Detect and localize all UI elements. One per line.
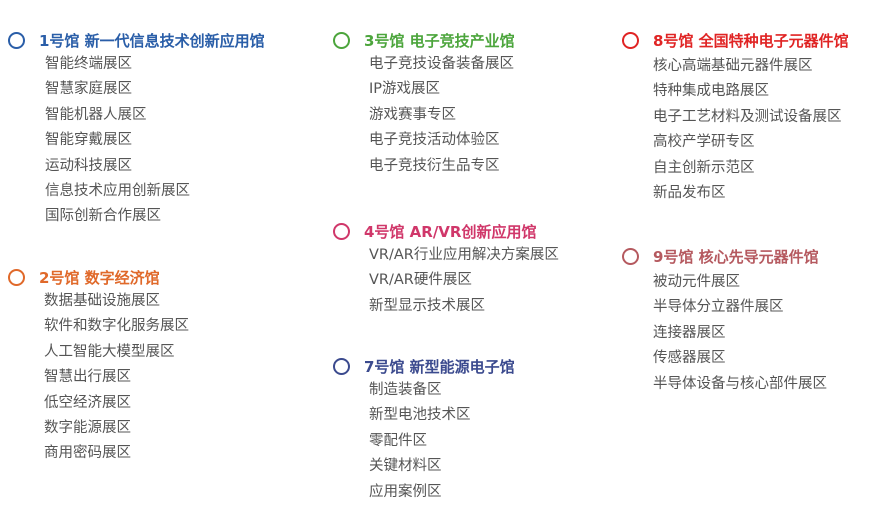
ring-icon — [333, 222, 350, 240]
zone-item: 数字能源展区 — [44, 419, 131, 436]
hall-2-section: 2号馆 数字经济馆 数据基础设施展区软件和数字化服务展区人工智能大模型展区智慧出… — [8, 264, 189, 467]
zone-item: 电子竞技活动体验区 — [369, 132, 500, 149]
hall-header: 2号馆 数字经济馆 — [8, 264, 189, 290]
zone-item: 电子工艺材料及测试设备展区 — [653, 108, 842, 125]
ring-icon — [8, 31, 25, 49]
zone-item: 电子竞技设备装备展区 — [369, 56, 514, 72]
zone-item: 低空经济展区 — [44, 394, 131, 411]
hall-title: 2号馆 数字经济馆 — [39, 268, 160, 287]
hall-title: 1号馆 新一代信息技术创新应用馆 — [39, 31, 265, 50]
hall-title: 8号馆 全国特种电子元器件馆 — [653, 31, 849, 50]
hall-9-section: 9号馆 核心先导元器件馆 被动元件展区半导体分立器件展区连接器展区传感器展区半导… — [622, 243, 827, 397]
zone-item: 信息技术应用创新展区 — [45, 182, 190, 199]
hall-title: 9号馆 核心先导元器件馆 — [653, 247, 819, 266]
zone-list: 电子竞技设备装备展区 IP游戏展区游戏赛事专区电子竞技活动体验区电子竞技衍生品专区 — [369, 52, 515, 179]
zone-list: 核心高端基础元器件展区特种集成电路展区电子工艺材料及测试设备展区高校产学研专区自… — [653, 54, 849, 206]
zone-item: 智能穿戴展区 — [45, 132, 132, 149]
zone-item: 半导体设备与核心部件展区 — [653, 375, 827, 392]
hall-1-section: 1号馆 新一代信息技术创新应用馆 智能终端展区智慧家庭展区智能机器人展区智能穿戴… — [8, 27, 265, 230]
hall-header: 8号馆 全国特种电子元器件馆 — [622, 27, 849, 53]
zone-item: 人工智能大模型展区 — [44, 343, 175, 360]
hall-title: 7号馆 新型能源电子馆 — [364, 357, 515, 376]
zone-item: 智慧家庭展区 — [45, 81, 132, 98]
zone-item: 新型电池技术区 — [369, 407, 471, 424]
zone-item: 制造装备区 — [369, 382, 442, 398]
zone-list: VR/AR行业应用解决方案展区 VR/AR硬件展区新型显示技术展区 — [369, 243, 559, 319]
zone-item: 商用密码展区 — [44, 445, 131, 462]
zone-item: 游戏赛事专区 — [369, 106, 456, 123]
zone-list: 智能终端展区智慧家庭展区智能机器人展区智能穿戴展区运动科技展区信息技术应用创新展… — [45, 52, 265, 230]
hall-7-section: 7号馆 新型能源电子馆 制造装备区新型电池技术区零配件区关键材料区应用案例区 — [333, 353, 515, 505]
zone-item: 核心高端基础元器件展区 — [653, 58, 813, 74]
hall-3-section: 3号馆 电子竞技产业馆 电子竞技设备装备展区 IP游戏展区游戏赛事专区电子竞技活动… — [333, 27, 515, 179]
zone-item: 数据基础设施展区 — [44, 293, 160, 309]
zone-list: 制造装备区新型电池技术区零配件区关键材料区应用案例区 — [369, 378, 515, 505]
hall-header: 7号馆 新型能源电子馆 — [333, 353, 515, 379]
hall-header: 4号馆 AR/VR创新应用馆 — [333, 218, 559, 244]
hall-8-section: 8号馆 全国特种电子元器件馆 核心高端基础元器件展区特种集成电路展区电子工艺材料… — [622, 27, 849, 206]
zone-item: 特种集成电路展区 — [653, 83, 769, 100]
zone-item: 软件和数字化服务展区 — [44, 318, 189, 335]
zone-item: 智慧出行展区 — [44, 369, 131, 386]
zone-item: 关键材料区 — [369, 458, 442, 475]
zone-item: 被动元件展区 — [653, 274, 740, 290]
zone-item: 自主创新示范区 — [653, 159, 755, 176]
hall-4-section: 4号馆 AR/VR创新应用馆 VR/AR行业应用解决方案展区 VR/AR硬件展区新… — [333, 218, 559, 319]
hall-title: 3号馆 电子竞技产业馆 — [364, 31, 515, 50]
ring-icon — [8, 268, 25, 286]
zone-item: 高校产学研专区 — [653, 134, 755, 151]
zone-item: VR/AR硬件展区 — [369, 272, 472, 289]
zone-list: 被动元件展区半导体分立器件展区连接器展区传感器展区半导体设备与核心部件展区 — [653, 270, 827, 397]
zone-item: 运动科技展区 — [45, 157, 132, 174]
zone-item: 新型显示技术展区 — [369, 297, 485, 314]
zone-item: 连接器展区 — [653, 324, 726, 341]
hall-title: 4号馆 AR/VR创新应用馆 — [364, 222, 537, 241]
zone-item: 新品发布区 — [653, 184, 726, 201]
ring-icon — [622, 31, 639, 49]
hall-header: 3号馆 电子竞技产业馆 — [333, 27, 515, 53]
ring-icon — [333, 31, 350, 49]
zone-item: 应用案例区 — [369, 483, 442, 500]
zone-item: VR/AR行业应用解决方案展区 — [369, 247, 559, 263]
zone-list: 数据基础设施展区软件和数字化服务展区人工智能大模型展区智慧出行展区低空经济展区数… — [44, 289, 189, 467]
zone-item: IP游戏展区 — [369, 81, 441, 98]
ring-icon — [622, 247, 639, 265]
zone-item: 智能终端展区 — [45, 56, 132, 72]
zone-item: 国际创新合作展区 — [45, 208, 161, 225]
hall-header: 1号馆 新一代信息技术创新应用馆 — [8, 27, 265, 53]
zone-item: 半导体分立器件展区 — [653, 299, 784, 316]
zone-item: 智能机器人展区 — [45, 106, 147, 123]
hall-header: 9号馆 核心先导元器件馆 — [622, 243, 827, 269]
zone-item: 零配件区 — [369, 432, 427, 449]
ring-icon — [333, 357, 350, 375]
zone-item: 电子竞技衍生品专区 — [369, 157, 500, 174]
zone-item: 传感器展区 — [653, 350, 726, 367]
